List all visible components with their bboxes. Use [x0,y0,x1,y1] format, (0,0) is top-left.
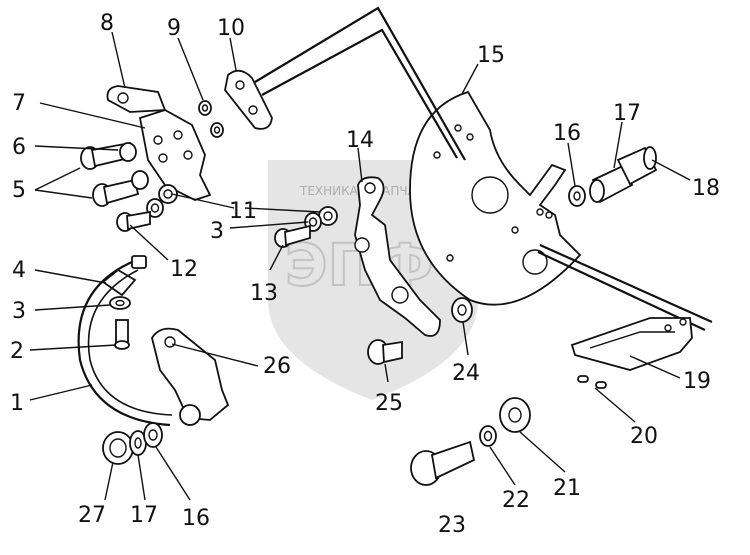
part-25-screw [367,339,403,365]
part-17-bushing-top [589,163,634,204]
callout-22: 22 [502,488,530,513]
part-14-lever [354,176,441,337]
part-8-bracket [106,85,167,113]
part-12-screw [116,210,151,232]
part-20-pins [577,375,607,389]
callout-10: 10 [217,16,245,41]
part-24-washer [451,297,473,323]
callout-26: 26 [263,354,291,379]
callout-21: 21 [553,476,581,501]
callout-8: 8 [100,11,114,36]
part-21-washer [499,397,531,433]
part-13-screw [274,224,311,248]
part-27-clip-washer [102,431,134,465]
callout-4: 4 [12,258,26,283]
part-18-nut [616,146,658,186]
callouts: 8 9 10 7 6 5 11 3 12 14 15 16 17 18 13 4… [10,11,720,538]
part-11-washers [158,184,338,226]
callout-16a: 16 [553,121,581,146]
callout-20: 20 [630,424,658,449]
callout-3b: 3 [12,299,26,324]
part-22-lock-washer [479,425,497,447]
part-15-base-plate [409,90,582,306]
part-16-washer-top [568,185,586,207]
part-2-screw [114,319,130,350]
callout-19: 19 [683,369,711,394]
callout-12: 12 [170,257,198,282]
leader-lines [29,31,691,501]
callout-25: 25 [375,391,403,416]
part-26-arm [151,327,230,426]
callout-2: 2 [10,339,24,364]
part-16-washer-bottom [143,422,163,448]
callout-23: 23 [438,513,466,538]
part-19-clip [570,317,693,371]
part-3-washers [109,198,322,310]
callout-24: 24 [452,361,480,386]
callout-7: 7 [12,91,26,116]
part-23-screw [410,440,476,486]
callout-17b: 17 [130,503,158,528]
callout-9: 9 [167,16,181,41]
part-7-plate [138,109,212,201]
callout-15: 15 [477,43,505,68]
part-9-washers [198,100,224,138]
part-5-bolt [92,170,149,207]
callout-1: 1 [10,391,24,416]
callout-11: 11 [229,199,257,224]
part-1-spring-band [77,260,173,427]
linkage-rods [254,6,713,331]
callout-16b: 16 [182,506,210,531]
part-6-bolt [80,141,137,170]
part-10-link-plate [224,69,273,130]
callout-14: 14 [346,128,374,153]
callout-6: 6 [12,135,26,160]
callout-17a: 17 [613,101,641,126]
callout-3a: 3 [210,219,224,244]
callout-13: 13 [250,281,278,306]
callout-5: 5 [12,178,26,203]
callout-18: 18 [692,176,720,201]
callout-27: 27 [78,503,106,528]
